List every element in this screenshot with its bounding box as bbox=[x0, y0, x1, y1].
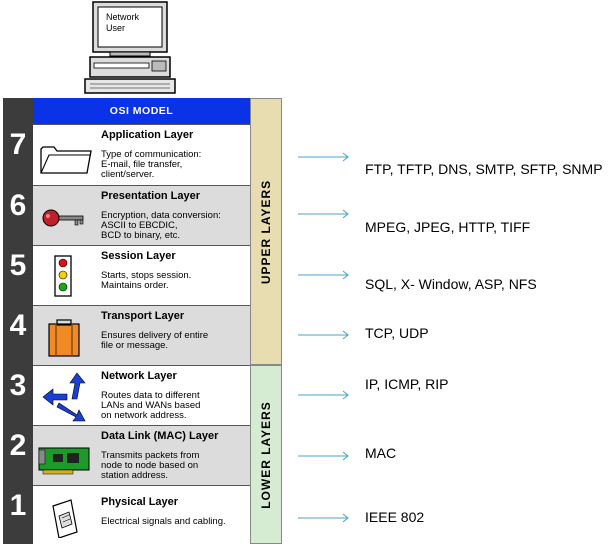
computer-screen-label-line1: Network bbox=[106, 12, 140, 22]
layer-3-description: Routes data to different LANs and WANs b… bbox=[101, 390, 201, 421]
layer-2-data-link: Data Link (MAC) Layer Transmits packets … bbox=[33, 425, 250, 485]
routing-arrows-icon bbox=[42, 372, 86, 422]
layer-2-name: Data Link (MAC) Layer bbox=[101, 430, 219, 442]
protocols-layer-1: IEEE 802 bbox=[365, 509, 425, 525]
arrow-layer-3 bbox=[298, 390, 349, 400]
layer-4-name: Transport Layer bbox=[101, 310, 185, 322]
network-card-icon bbox=[38, 447, 90, 475]
upper-layers-bar: UPPER LAYERS bbox=[250, 98, 282, 365]
arrow-layer-4 bbox=[298, 330, 349, 340]
protocols-layer-5: SQL, X- Window, ASP, NFS bbox=[365, 276, 537, 292]
suitcase-icon bbox=[48, 319, 80, 357]
layer-5-session: Session Layer Starts, stops session. Mai… bbox=[33, 245, 250, 305]
layer-7-description: Type of communication: E-mail, file tran… bbox=[101, 149, 202, 180]
layer-5-description: Starts, stops session. Maintains order. bbox=[101, 270, 192, 291]
protocols-layer-4: TCP, UDP bbox=[365, 325, 429, 341]
upper-layers-label: UPPER LAYERS bbox=[259, 179, 273, 284]
layer-3-name: Network Layer bbox=[101, 370, 177, 382]
layer-5-number: 5 bbox=[9, 249, 27, 282]
layer-1-physical: Physical Layer Electrical signals and ca… bbox=[33, 485, 250, 544]
layer-6-presentation: Presentation Layer Encryption, data conv… bbox=[33, 185, 250, 245]
layer-4-description: Ensures delivery of entire file or messa… bbox=[101, 330, 209, 351]
traffic-light-icon bbox=[54, 255, 72, 297]
arrow-layer-5 bbox=[298, 270, 349, 280]
layer-2-description: Transmits packets from node to node base… bbox=[101, 450, 200, 481]
protocols-layer-6: MPEG, JPEG, HTTP, TIFF bbox=[365, 219, 531, 235]
computer-screen-label-line2: User bbox=[106, 23, 125, 33]
layer-1-name: Physical Layer bbox=[101, 496, 179, 508]
layer-4-number: 4 bbox=[9, 309, 27, 342]
layer-6-name: Presentation Layer bbox=[101, 190, 201, 202]
layer-7-number: 7 bbox=[9, 128, 27, 161]
protocols-layer-7: FTP, TFTP, DNS, SMTP, SFTP, SNMP bbox=[365, 161, 603, 177]
protocols-layer-2: MAC bbox=[365, 445, 397, 461]
layer-6-number: 6 bbox=[9, 189, 27, 222]
arrow-layer-6 bbox=[298, 209, 349, 219]
protocols-layer-3: IP, ICMP, RIP bbox=[365, 376, 449, 392]
layer-7-name: Application Layer bbox=[101, 129, 194, 141]
layer-1-description: Electrical signals and cabling. bbox=[101, 516, 226, 527]
layer-2-number: 2 bbox=[9, 429, 27, 462]
layer-6-description: Encryption, data conversion: ASCII to EB… bbox=[101, 210, 221, 241]
lower-layers-bar: LOWER LAYERS bbox=[250, 365, 282, 544]
layer-3-number: 3 bbox=[9, 369, 27, 402]
lower-layers-label: LOWER LAYERS bbox=[259, 400, 273, 509]
layer-number-column bbox=[3, 98, 33, 544]
osi-model-title: OSI MODEL bbox=[33, 98, 250, 124]
layer-5-name: Session Layer bbox=[101, 250, 176, 262]
arrow-layer-2 bbox=[298, 451, 349, 461]
arrow-layer-7 bbox=[298, 152, 349, 162]
layer-4-transport: Transport Layer Ensures delivery of enti… bbox=[33, 305, 250, 365]
cable-icon bbox=[52, 499, 78, 538]
folder-icon bbox=[40, 146, 92, 174]
key-icon bbox=[42, 209, 84, 227]
arrow-layer-1 bbox=[298, 513, 349, 523]
computer-icon: Network User bbox=[84, 1, 176, 94]
layer-7-application: Application Layer Type of communication:… bbox=[33, 124, 250, 185]
layer-1-number: 1 bbox=[9, 489, 27, 522]
layer-3-network: Network Layer Routes data to different L… bbox=[33, 365, 250, 425]
